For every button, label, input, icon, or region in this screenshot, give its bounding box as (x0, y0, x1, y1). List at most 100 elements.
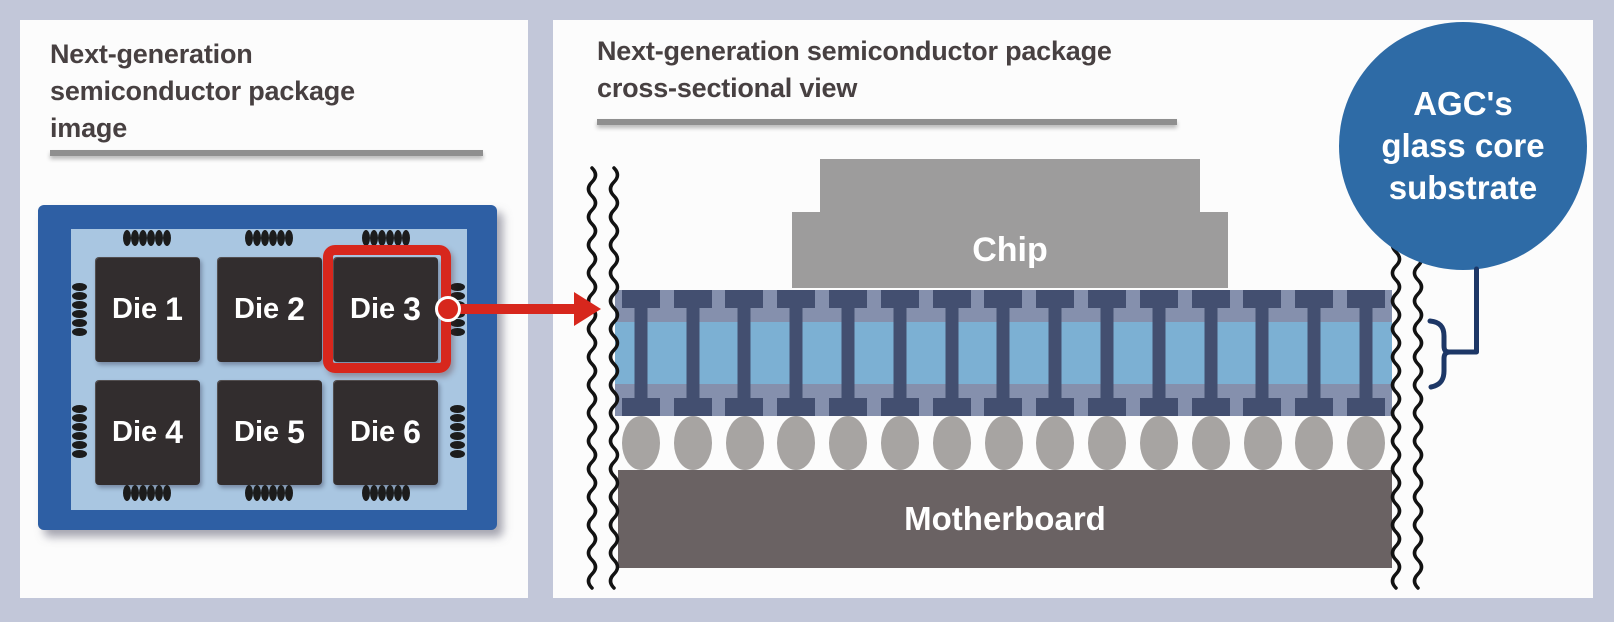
via (926, 290, 978, 416)
bump-dot (123, 485, 131, 501)
bump-dot (269, 230, 277, 246)
bump-dot (155, 230, 163, 246)
bump-dots (72, 283, 87, 336)
bump-dot (72, 405, 87, 413)
solder-ball (1243, 416, 1282, 470)
bump-dot (450, 414, 465, 422)
via-cap-bottom (621, 398, 660, 416)
wavy-line (586, 166, 598, 590)
left-title-underline (50, 150, 483, 156)
bump-dot (450, 432, 465, 440)
die3-highlight-box (323, 245, 451, 373)
bump-dot (72, 450, 87, 458)
via (1081, 290, 1133, 416)
bump-dot (386, 485, 394, 501)
bump-dot (72, 283, 87, 291)
bump-dot (394, 485, 402, 501)
via-bar (1100, 290, 1114, 416)
solder-ball (1139, 416, 1178, 470)
solder-ball (1295, 416, 1334, 470)
via (770, 290, 822, 416)
via-bar (893, 290, 907, 416)
bump-dots (450, 405, 465, 458)
agc-glass-core-callout: AGC's glass core substrate (1339, 22, 1587, 270)
bump-dots (123, 485, 171, 501)
bump-dot (378, 485, 386, 501)
right-panel: Next-generation semiconductor package cr… (553, 20, 1593, 598)
solder-ball (777, 416, 816, 470)
bump-dot (72, 301, 87, 309)
bump-dot (163, 485, 171, 501)
motherboard-label: Motherboard (904, 500, 1106, 537)
via-bar (686, 290, 700, 416)
motherboard-block: Motherboard (618, 470, 1392, 568)
bump-dot (450, 319, 465, 327)
via-cap-bottom (1088, 398, 1127, 416)
right-panel-title: Next-generation semiconductor package cr… (597, 33, 1237, 107)
via-bar (1359, 290, 1373, 416)
bump-dot (253, 230, 261, 246)
callout-line-2: glass core (1381, 127, 1545, 164)
via (1237, 290, 1289, 416)
solder-ball (725, 416, 764, 470)
via-bar (1152, 290, 1166, 416)
solder-ball (829, 416, 868, 470)
bump-dot (402, 485, 410, 501)
via-bar (996, 290, 1010, 416)
left-title-line-2: semiconductor package (50, 76, 355, 106)
bump-dot (131, 485, 139, 501)
via-bar (634, 290, 648, 416)
solder-ball (1191, 416, 1230, 470)
via (822, 290, 874, 416)
via-cap-bottom (1139, 398, 1178, 416)
bump-dot (370, 230, 378, 246)
bump-dots (72, 405, 87, 458)
solder-ball (1347, 416, 1386, 470)
via-cap-bottom (829, 398, 868, 416)
left-panel-title: Next-generation semiconductor package im… (50, 36, 500, 147)
via-cap-bottom (777, 398, 816, 416)
bump-dots (123, 230, 171, 246)
bump-dot (72, 292, 87, 300)
right-title-underline (597, 119, 1177, 125)
bump-dot (72, 319, 87, 327)
bump-dot (123, 230, 131, 246)
bump-dot (72, 414, 87, 422)
bump-dot (450, 405, 465, 413)
bump-dot (285, 230, 293, 246)
via-cap-bottom (1243, 398, 1282, 416)
via-cap-bottom (1191, 398, 1230, 416)
zoom-arrow-origin-dot (435, 296, 461, 322)
bump-dot (261, 230, 269, 246)
bump-dot (72, 328, 87, 336)
callout-line-1: AGC's (1413, 85, 1513, 122)
bump-dot (285, 485, 293, 501)
left-panel: Next-generation semiconductor package im… (20, 20, 528, 598)
via-cap-bottom (880, 398, 919, 416)
bump-dot (261, 485, 269, 501)
bump-dots (362, 485, 410, 501)
chip-block: Chip (792, 212, 1228, 288)
bump-dot (394, 230, 402, 246)
bump-dot (450, 283, 465, 291)
bump-dot (72, 441, 87, 449)
via (667, 290, 719, 416)
bump-dots (362, 230, 410, 246)
via (978, 290, 1030, 416)
bump-dot (253, 485, 261, 501)
left-title-line-3: image (50, 113, 128, 143)
solder-ball-row (615, 416, 1392, 470)
callout-line-3: substrate (1388, 169, 1538, 206)
zoom-arrow-head-icon (574, 292, 601, 326)
bump-dot (72, 432, 87, 440)
bump-dots (245, 230, 293, 246)
zoom-arrow-shaft (448, 304, 574, 314)
solder-ball (880, 416, 919, 470)
right-title-line-1: Next-generation semiconductor package (597, 36, 1112, 66)
solder-ball (1036, 416, 1075, 470)
solder-ball (932, 416, 971, 470)
via-bar (945, 290, 959, 416)
